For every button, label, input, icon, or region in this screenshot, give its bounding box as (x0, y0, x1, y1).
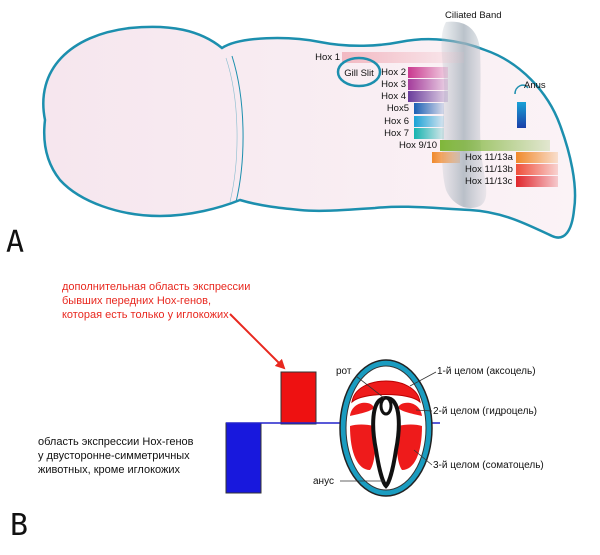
hox6-label: Hox 6 (384, 116, 409, 127)
bilateral-note-line-2: у двусторонне-симметричных (38, 450, 190, 462)
coelom-1-pointer (409, 371, 437, 387)
hox4-bar (408, 91, 448, 102)
coelom-1-label: 1-й целом (аксоцель) (437, 366, 536, 377)
coelom-3-pointer (413, 449, 433, 466)
ciliated-band-label: Ciliated Band (445, 10, 502, 21)
hox11a-bar-left (432, 152, 460, 163)
red-note-line-1: дополнительная область экспрессии (62, 281, 250, 293)
bilateral-expression-bar (225, 422, 262, 494)
segment-line-2 (225, 57, 238, 203)
hox5-label: Hox5 (387, 103, 409, 114)
bilateral-note-line-3: животных, кроме иглокожих (38, 464, 181, 476)
coelom-3-right (396, 424, 422, 470)
coelom-3-label: 3-й целом (соматоцель) (433, 460, 544, 471)
hox11a-label: Hox 11/13a (465, 152, 514, 163)
panel-b: дополнительная область экспрессии бывших… (10, 281, 544, 543)
hox1-label: Hox 1 (315, 52, 340, 63)
anus-label-b: анус (313, 476, 334, 487)
gut (371, 395, 401, 489)
coelom-2-label: 2-й целом (гидроцель) (433, 406, 537, 417)
anus-bar (517, 102, 526, 128)
anus-opening (514, 84, 529, 95)
hox11b-bar (516, 164, 558, 175)
hox3-label: Hox 3 (381, 79, 406, 90)
coelom-2-left (350, 402, 374, 416)
hox4-label: Hox 4 (381, 91, 406, 102)
hox7-label: Hox 7 (384, 128, 409, 139)
anus-label-a: Anus (524, 80, 546, 91)
panel-b-letter: B (10, 508, 28, 543)
hox7-bar (414, 128, 444, 139)
gill-slit-label: Gill Slit (344, 68, 374, 79)
segment-line-1 (231, 55, 244, 203)
hox2-bar (408, 67, 448, 78)
red-note-line-3: которая есть только у иглокожих (62, 309, 229, 321)
hox5-bar (414, 103, 444, 114)
red-note-line-2: бывших передних Hox-генов, (62, 295, 211, 307)
hox3-bar (408, 79, 448, 90)
larva-section (339, 359, 433, 497)
echinoderm-extra-expression-bar (280, 371, 317, 425)
hox11c-label: Hox 11/13c (465, 176, 513, 187)
hox1-bar (342, 52, 464, 63)
red-arrow (229, 313, 286, 370)
mouth-pointer (355, 375, 385, 399)
hox2-label: Hox 2 (381, 67, 406, 78)
gill-slit (336, 56, 382, 88)
hox9-bar (440, 140, 550, 151)
coelom-3-left (350, 424, 376, 470)
mouth-opening (379, 396, 393, 416)
hox11a-bar (516, 152, 558, 163)
panel-a-letter: A (6, 225, 24, 260)
mouth-label: рот (336, 366, 352, 377)
larva-body (42, 25, 577, 239)
hox9-label: Hox 9/10 (399, 140, 437, 151)
hox11c-bar (516, 176, 558, 187)
coelom-2-pointer (415, 409, 433, 412)
hox6-bar (414, 116, 444, 127)
panel-a: Ciliated Band Hox 1 Hox 2 Hox 3 Hox 4 Ho… (6, 10, 577, 260)
hox11b-label: Hox 11/13b (465, 164, 513, 175)
bilateral-note-line-1: область экспрессии Hox-генов (38, 436, 194, 448)
coelom-2-right (398, 402, 422, 416)
